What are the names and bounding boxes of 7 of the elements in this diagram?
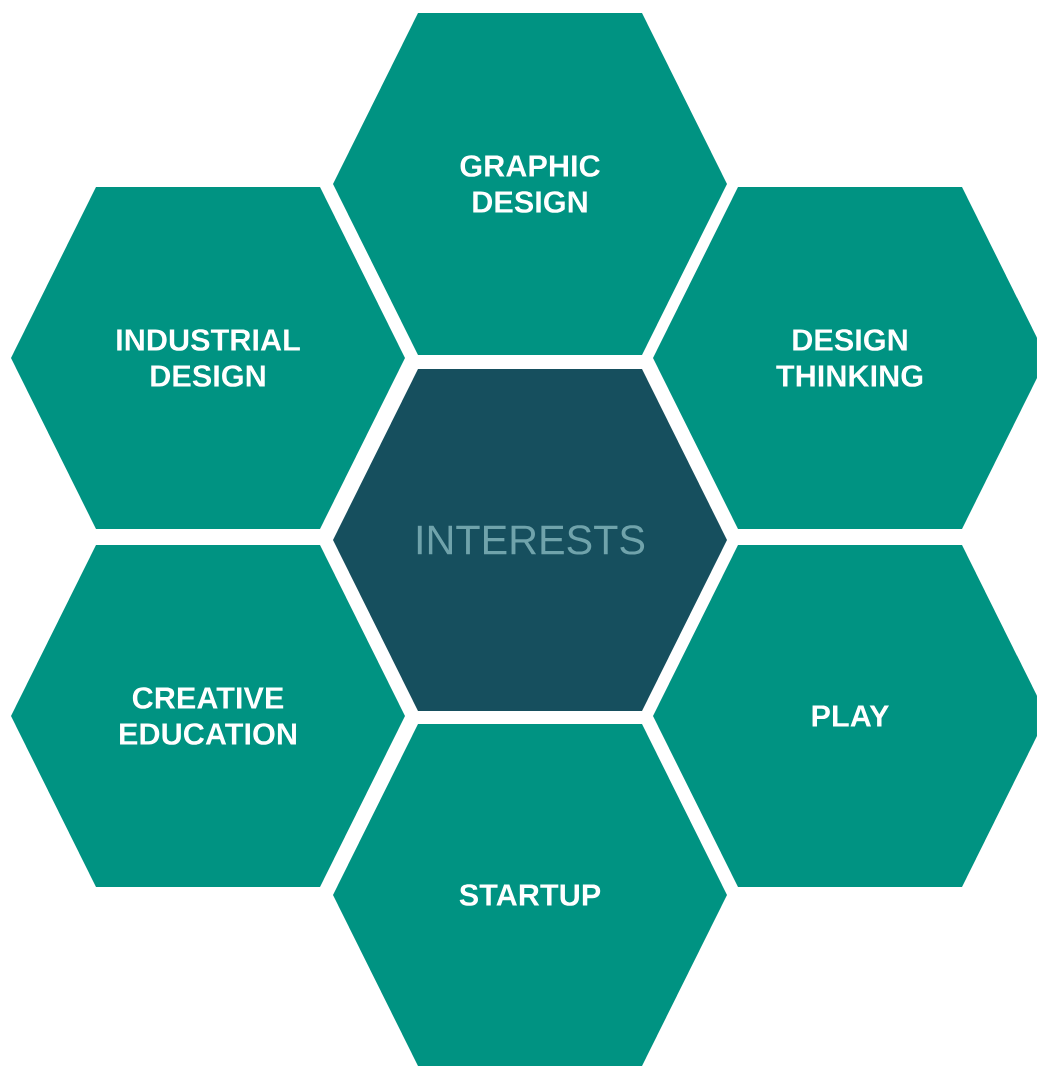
hexagon: CREATIVE EDUCATION xyxy=(11,545,405,887)
hexagon: INDUSTRIAL DESIGN xyxy=(11,187,405,529)
hexagon: DESIGN THINKING xyxy=(653,187,1037,529)
hexagon: STARTUP xyxy=(333,724,727,1066)
hexagon: GRAPHIC DESIGN xyxy=(333,13,727,355)
hexagon: INTERESTS xyxy=(333,369,727,711)
hexagon: PLAY xyxy=(653,545,1037,887)
